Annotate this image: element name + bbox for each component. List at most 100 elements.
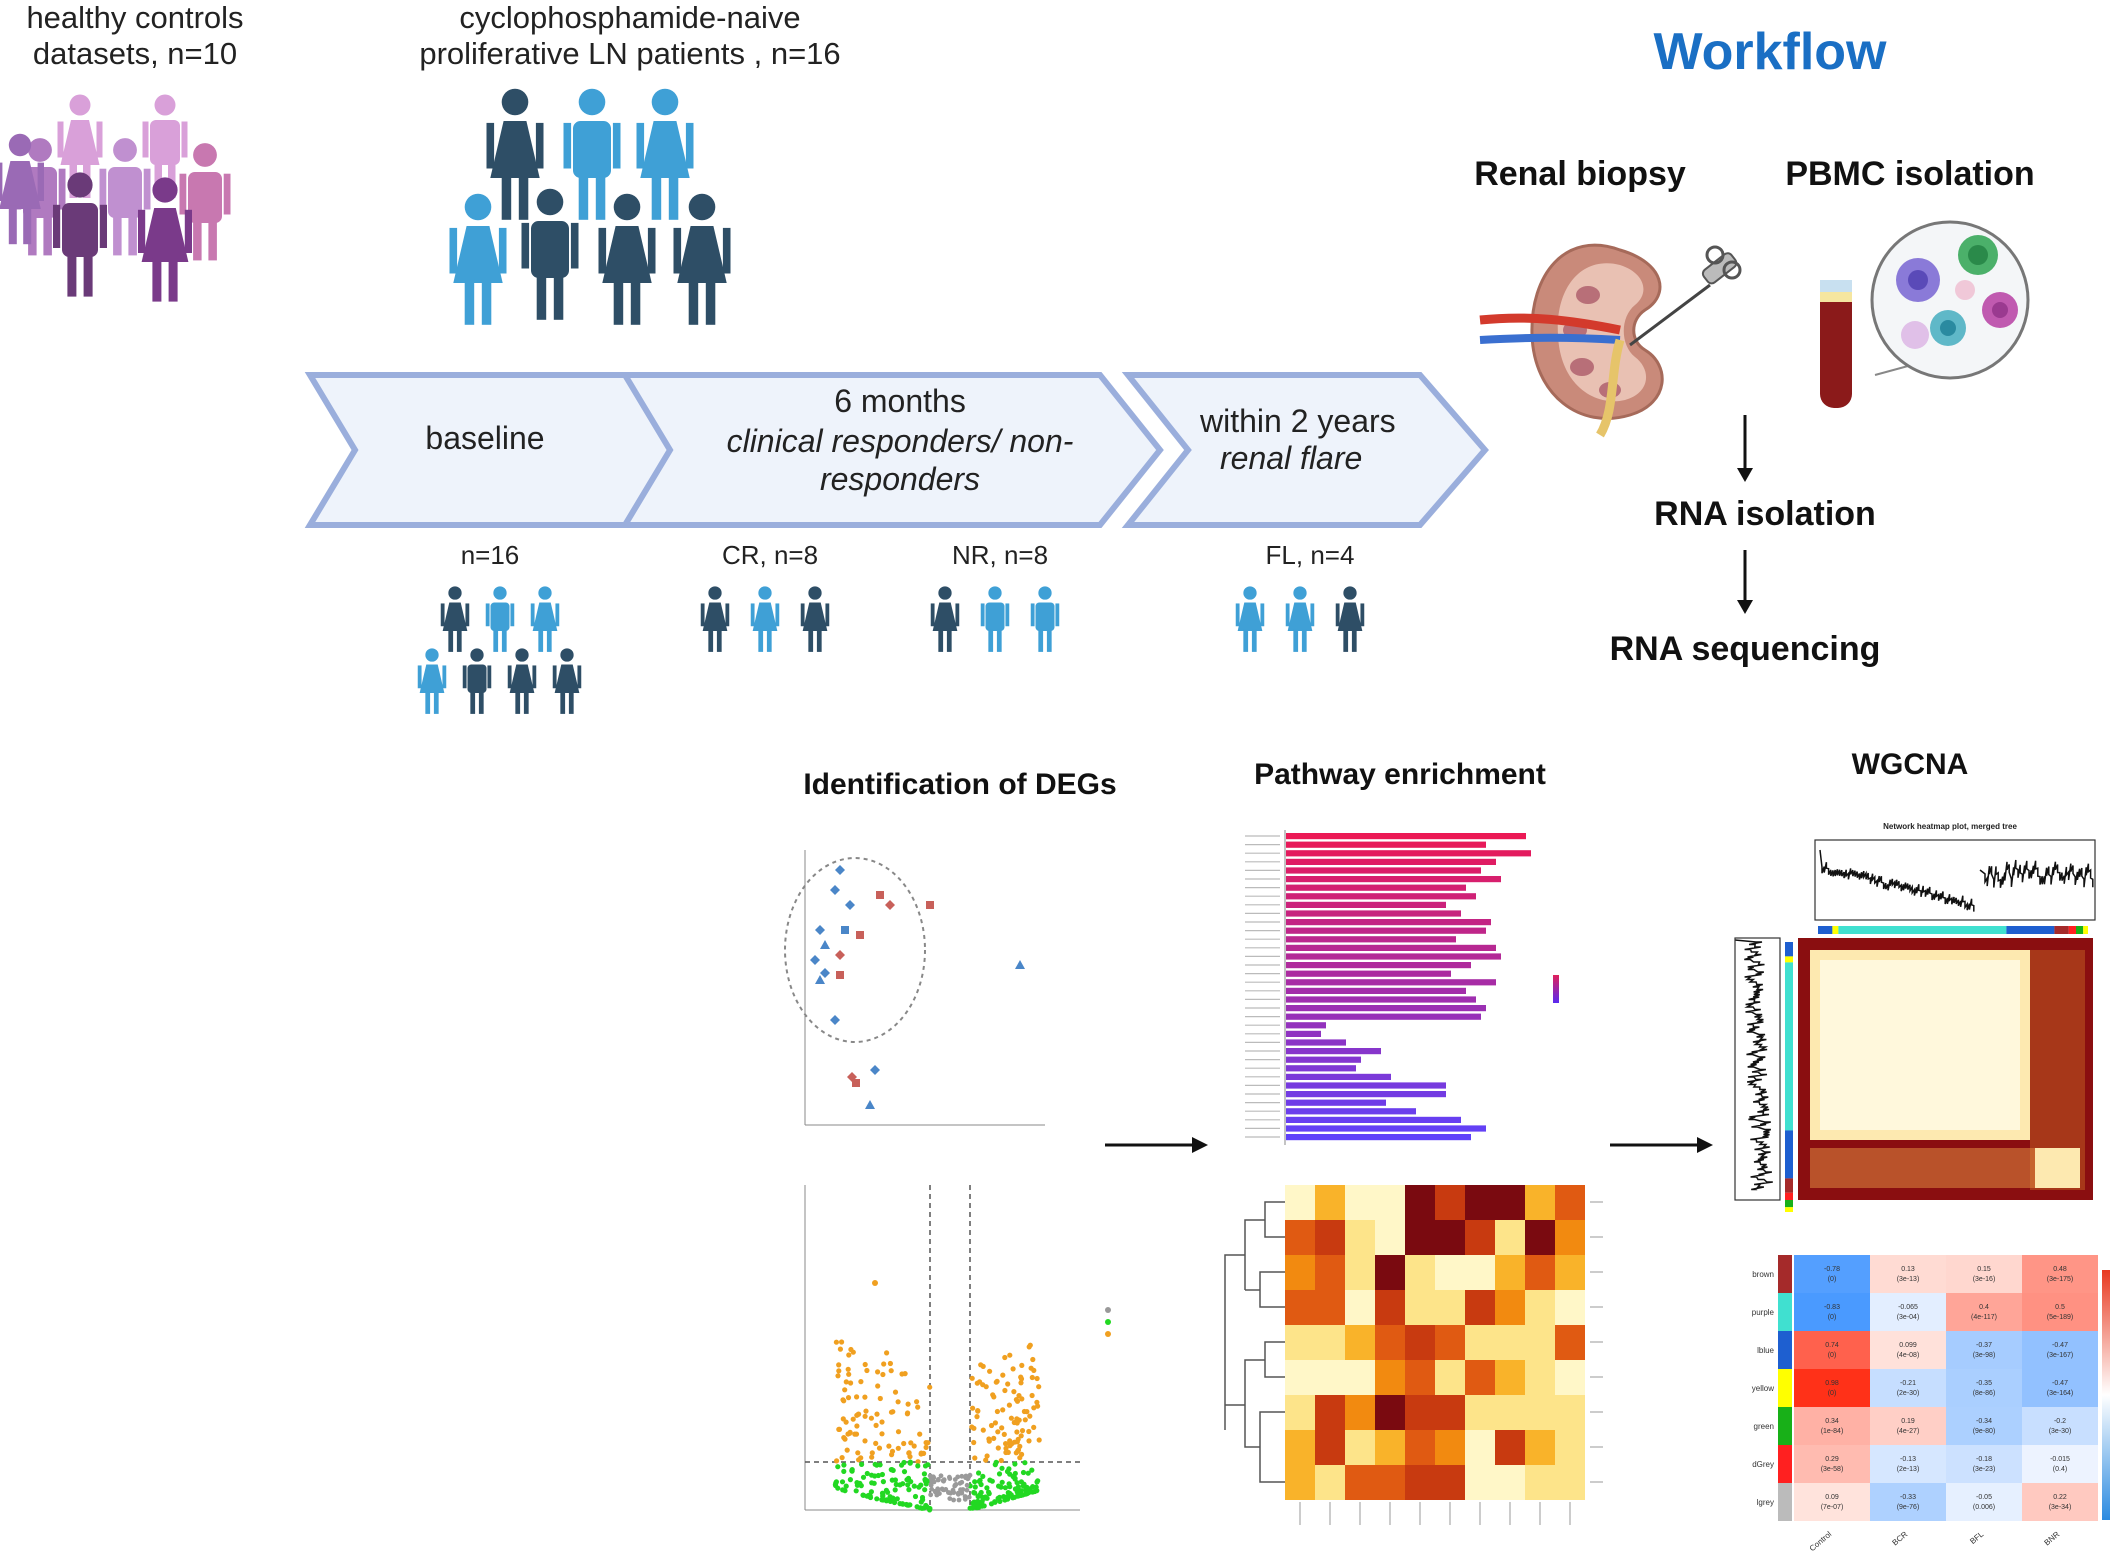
volcano-point <box>895 1445 901 1451</box>
group-fl-label: FL, n=4 <box>1265 540 1355 570</box>
module-color-segment <box>2006 926 2055 934</box>
volcano-point <box>986 1438 992 1444</box>
heatmap-cell <box>1285 1185 1315 1220</box>
volcano-point <box>1006 1402 1012 1408</box>
volcano-point <box>874 1496 880 1502</box>
volcano-point <box>873 1440 879 1446</box>
pathway-bar <box>1286 1048 1381 1055</box>
volcano-point <box>864 1367 870 1374</box>
volcano-point <box>841 1435 847 1441</box>
p-value: (3e-04) <box>1897 1314 1920 1321</box>
correlation-value: 0.4 <box>1979 1304 1989 1311</box>
volcano-point <box>972 1479 978 1485</box>
pathway-bar <box>1286 1065 1356 1072</box>
heatmap-cell <box>1435 1220 1465 1255</box>
person-icon <box>462 648 492 714</box>
module-trait-cell <box>1946 1293 2022 1331</box>
volcano-point <box>862 1413 868 1419</box>
volcano-point <box>897 1501 903 1507</box>
module-trait-cell <box>1794 1369 1870 1407</box>
heatmap-cell <box>1435 1430 1465 1465</box>
volcano-point <box>854 1482 860 1488</box>
heatmap-cell <box>1315 1185 1345 1220</box>
volcano-point <box>846 1352 852 1358</box>
pathway-bar <box>1286 893 1476 900</box>
heatmap-cell <box>1555 1465 1585 1500</box>
heatmap-cell <box>1495 1325 1525 1360</box>
pathway-bar <box>1286 1082 1446 1089</box>
volcano-point <box>859 1461 865 1467</box>
volcano-point <box>915 1463 921 1469</box>
volcano-point <box>854 1412 860 1418</box>
pca-point <box>835 950 845 960</box>
heatmap-cell <box>1525 1360 1555 1395</box>
volcano-point <box>839 1339 845 1345</box>
group-nr-label: NR, n=8 <box>951 540 1049 570</box>
volcano-point <box>846 1371 852 1377</box>
volcano-point <box>1001 1431 1007 1437</box>
volcano-point <box>836 1426 842 1432</box>
heatmap-cell <box>1405 1325 1435 1360</box>
volcano-point <box>1003 1449 1009 1456</box>
volcano-point <box>975 1408 981 1414</box>
volcano-point <box>833 1480 839 1486</box>
volcano-point <box>998 1457 1004 1464</box>
volcano-point <box>868 1415 874 1421</box>
module-trait-cell <box>2022 1483 2098 1521</box>
volcano-point <box>860 1492 866 1498</box>
volcano-point <box>963 1475 968 1481</box>
heatmap-cell <box>1525 1395 1555 1430</box>
volcano-point <box>902 1371 908 1377</box>
volcano-point <box>901 1440 907 1447</box>
heatmap-cell <box>1375 1290 1405 1325</box>
heatmap-cell <box>1345 1185 1375 1220</box>
rna-arrows <box>1737 415 1753 614</box>
pca-point <box>856 931 864 939</box>
module-color-segment <box>1785 1130 1793 1179</box>
volcano-point <box>908 1440 914 1446</box>
module-trait-cell <box>2022 1331 2098 1369</box>
volcano-point <box>893 1481 899 1488</box>
volcano-point <box>912 1493 919 1500</box>
pathway-heatmap <box>1224 1185 1603 1525</box>
volcano-point <box>986 1489 992 1495</box>
volcano-point <box>1012 1461 1018 1467</box>
volcano-point <box>972 1490 978 1496</box>
pathway-bar <box>1286 944 1496 951</box>
heatmap-cell <box>1345 1360 1375 1395</box>
heatmap-cell <box>1555 1325 1585 1360</box>
pathway-bar <box>1286 850 1531 857</box>
pca-point <box>841 926 849 934</box>
heatmap-cell <box>1375 1185 1405 1220</box>
volcano-point <box>980 1382 986 1388</box>
pathway-bar <box>1286 1056 1361 1063</box>
p-value: (4e-08) <box>1897 1352 1920 1359</box>
stage-2years-sub: renal flare <box>1220 440 1363 476</box>
module-name-label: purple <box>1752 1308 1775 1317</box>
volcano-point <box>844 1447 850 1453</box>
volcano-point <box>917 1505 924 1511</box>
volcano-point <box>991 1435 997 1441</box>
volcano-point <box>862 1438 868 1444</box>
volcano-point <box>888 1409 895 1415</box>
volcano-point <box>976 1470 982 1476</box>
pathway-bar-chart <box>1245 830 1559 1145</box>
tree-branch <box>1734 939 1773 1191</box>
volcano-point <box>879 1471 885 1478</box>
heatmap-cell <box>1315 1430 1345 1465</box>
dendrogram-branch <box>1264 1201 1285 1238</box>
volcano-point <box>988 1422 995 1429</box>
heatmap-cell <box>1435 1290 1465 1325</box>
correlation-value: -0.21 <box>1900 1380 1916 1387</box>
volcano-point <box>1004 1494 1010 1500</box>
volcano-point <box>837 1346 843 1352</box>
volcano-point <box>1030 1356 1036 1363</box>
kidney-biopsy-icon <box>1479 243 1742 438</box>
arrow-pathway-to-wgcna <box>1610 1137 1713 1153</box>
heatmap-cell <box>1315 1290 1345 1325</box>
volcano-point <box>951 1497 956 1503</box>
heatmap-cell <box>1435 1185 1465 1220</box>
volcano-point <box>1026 1428 1032 1435</box>
volcano-point <box>921 1471 927 1477</box>
heatmap-cell <box>1345 1465 1375 1500</box>
